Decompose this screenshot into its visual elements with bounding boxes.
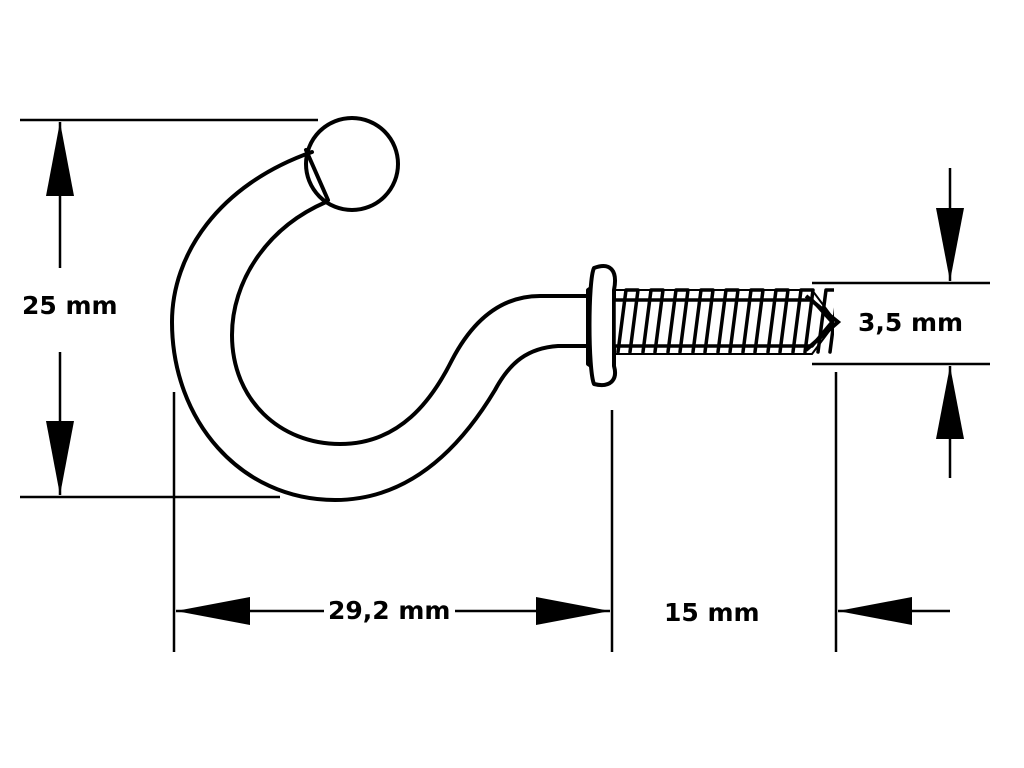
thread-shank (612, 288, 842, 355)
height-label: 25 mm (22, 291, 118, 320)
dimension-thread-diameter (812, 168, 990, 478)
shank-length-label: 29,2 mm (324, 598, 455, 623)
hook-ball-tip (304, 116, 400, 212)
screw-point (804, 294, 842, 352)
hook-outer-contour (170, 150, 590, 502)
hook-collar (586, 264, 617, 387)
diameter-arrow-down (936, 208, 964, 281)
thread-length-label: 15 mm (664, 598, 760, 627)
shank-arrow-left (176, 597, 250, 625)
dimension-height (20, 118, 318, 499)
thread-arrow-left (838, 597, 912, 625)
height-arrow-up (46, 122, 74, 196)
diameter-arrow-up (936, 366, 964, 439)
height-arrow-down (46, 421, 74, 495)
hook-neck-seam (304, 148, 330, 202)
shank-arrow-right (536, 597, 610, 625)
hook-body (170, 116, 590, 502)
thread-diameter-label: 3,5 mm (858, 308, 964, 337)
thread-crest (816, 288, 834, 354)
hook-inner-contour (230, 200, 590, 446)
dimension-thread-length (834, 372, 950, 652)
